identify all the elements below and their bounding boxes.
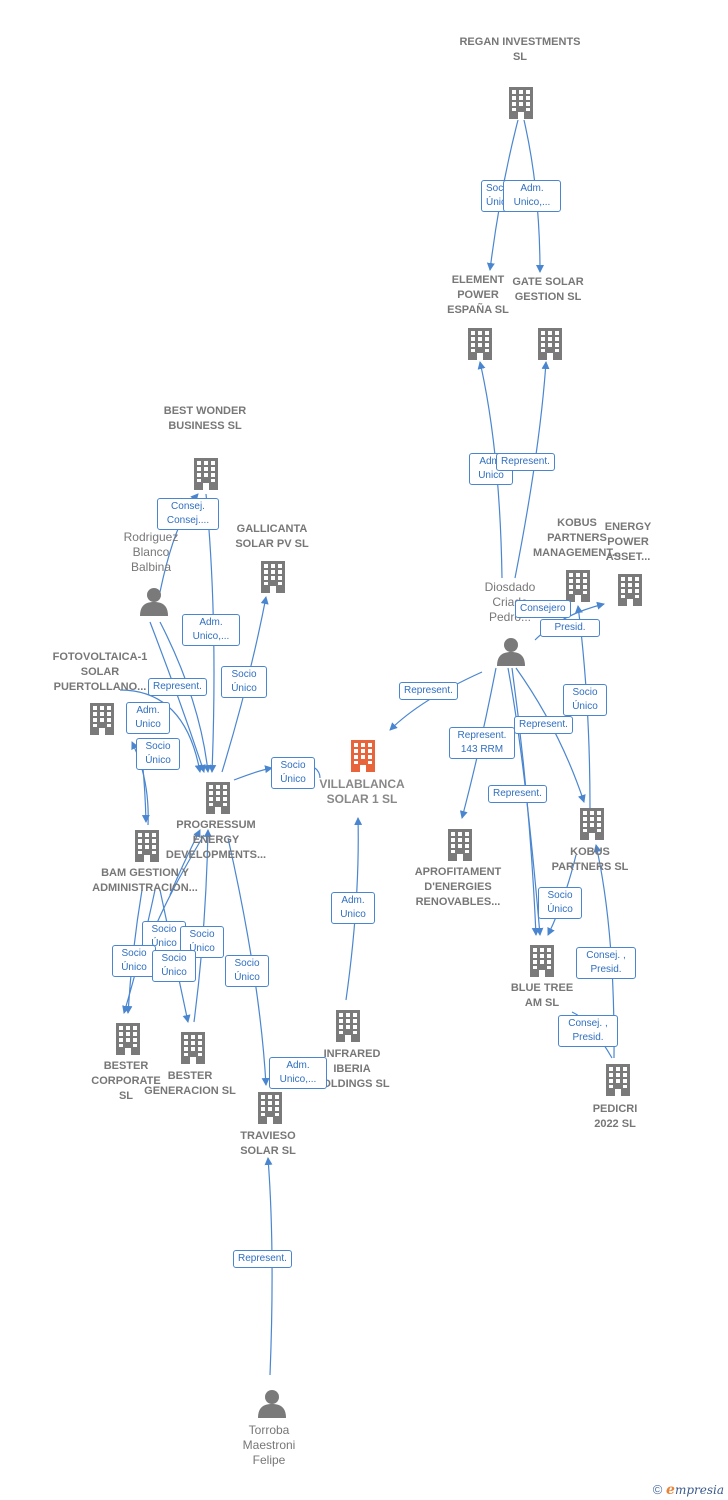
building-icon-element-power — [468, 328, 492, 360]
building-icon-infrared — [336, 1010, 360, 1042]
edge-label-bam-socio[interactable]: Socio Único — [136, 738, 180, 770]
building-icon-blue-tree — [530, 945, 554, 977]
node-travieso[interactable]: TRAVIESO SOLAR SL — [240, 1130, 296, 1157]
edge-diosdado-villablanca — [389, 671, 483, 731]
edge-rodriguez-progressum1 — [149, 621, 206, 773]
building-icon-pedicri — [606, 1064, 630, 1096]
edge-fotovoltaica-progressum — [119, 689, 203, 773]
person-icon-torroba — [258, 1390, 286, 1418]
building-icon-aprofitament — [448, 829, 472, 861]
edge-bam-progressum — [169, 829, 201, 896]
edge-label-diosdado-rep-aprofitament[interactable]: Represent. 143 RRM — [449, 727, 515, 759]
edge-label-diosdado-rep-gate[interactable]: Represent. — [496, 453, 555, 471]
node-kobus-partners[interactable]: KOBUS PARTNERS SL — [551, 846, 629, 873]
edge-diosdado-blue2 — [507, 667, 544, 936]
edge-label-pedicri-consej2[interactable]: Consej. , Presid. — [558, 1015, 618, 1047]
node-diosdado[interactable]: Diosdado Criado Pedro... — [484, 580, 536, 624]
edge-label-diosdado-rep-villablanca[interactable]: Represent. — [399, 682, 458, 700]
edge-label-progressum-socio-gen2[interactable]: Socio Único — [152, 950, 196, 982]
edge-label-infrared-adm[interactable]: Adm. Unico — [331, 892, 375, 924]
copyright-symbol: © — [652, 1482, 663, 1497]
edge-label-kobus-socio-blue[interactable]: Socio Único — [538, 887, 582, 919]
building-icon-gallicanta — [261, 561, 285, 593]
node-fotovoltaica[interactable]: FOTOVOLTAICA-1 SOLAR PUERTOLLANO... — [52, 651, 148, 693]
node-torroba[interactable]: Torroba Maestroni Felipe — [242, 1423, 296, 1467]
node-villablanca[interactable]: VILLABLANCA SOLAR 1 SL — [319, 777, 405, 806]
edge-label-progressum-villablanca[interactable]: Socio Único — [271, 757, 315, 789]
footer-brand: © empresia — [653, 1482, 724, 1498]
node-bam[interactable]: BAM GESTION Y ADMINISTRACION... — [92, 867, 198, 894]
edge-label-regan-adm[interactable]: Adm. Unico,... — [503, 180, 561, 212]
node-blue-tree[interactable]: BLUE TREE AM SL — [510, 982, 574, 1009]
node-element-power[interactable]: ELEMENT POWER ESPAÑA SL — [447, 274, 509, 316]
node-regan[interactable]: REGAN INVESTMENTS SL — [459, 36, 581, 63]
edge-label-infrared-travieso-adm[interactable]: Adm. Unico,... — [269, 1057, 327, 1089]
edge-label-rodriguez-adm[interactable]: Adm. Unico,... — [182, 614, 240, 646]
node-energy-power[interactable]: ENERGY POWER ASSET... — [604, 521, 652, 563]
edge-label-fotovoltaica-adm[interactable]: Adm. Unico — [126, 702, 170, 734]
person-icons — [140, 588, 525, 1418]
node-gate-solar[interactable]: GATE SOLAR GESTION SL — [512, 276, 584, 303]
building-icon-best-wonder — [194, 458, 218, 490]
edge-diosdado-kobusmgmt — [534, 601, 605, 641]
edge-label-diosdado-rep-kobus[interactable]: Represent. — [514, 716, 573, 734]
empresia-logo[interactable]: empresia — [666, 1482, 724, 1498]
node-bester-generacion[interactable]: BESTER GENERACION SL — [144, 1070, 236, 1097]
edge-label-pedicri-consej1[interactable]: Consej. , Presid. — [576, 947, 636, 979]
edge-label-bam-socio-corp2[interactable]: Socio Único — [112, 945, 156, 977]
edge-label-progressum-travieso[interactable]: Socio Único — [225, 955, 269, 987]
edge-label-torroba-rep[interactable]: Represent. — [233, 1250, 292, 1268]
building-icon-kobus-management — [566, 570, 590, 602]
building-icon-bester-corporate — [116, 1023, 140, 1055]
edge-label-progressum-gallicanta[interactable]: Socio Único — [221, 666, 267, 698]
building-icon-villablanca — [351, 740, 375, 772]
building-icon-regan — [509, 87, 533, 119]
node-best-wonder[interactable]: BEST WONDER BUSINESS SL — [163, 405, 247, 432]
node-infrared[interactable]: INFRARED IBERIA HOLDINGS SL — [314, 1048, 390, 1090]
building-icon-progressum — [206, 782, 230, 814]
building-icon-travieso — [258, 1092, 282, 1124]
building-icon-kobus-partners — [580, 808, 604, 840]
person-icon-diosdado — [497, 638, 525, 666]
edge-label-rodriguez-consej[interactable]: Consej. Consej.... — [157, 498, 219, 530]
building-icon-gate-solar — [538, 328, 562, 360]
edge-label-diosdado-consejero[interactable]: Consejero — [515, 600, 571, 618]
node-gallicanta[interactable]: GALLICANTA SOLAR PV SL — [235, 523, 309, 550]
edge-label-diosdado-presid[interactable]: Presid. — [540, 619, 600, 637]
building-icon-bester-generacion — [181, 1032, 205, 1064]
building-icon-bam — [135, 830, 159, 862]
edge-label-diosdado-rep-blue[interactable]: Represent. — [488, 785, 547, 803]
edge-label-kobus-socio-management[interactable]: Socio Único — [563, 684, 607, 716]
edge-rodriguez-progressum2 — [159, 621, 212, 773]
person-icon-rodriguez — [140, 588, 168, 616]
node-pedicri[interactable]: PEDICRI 2022 SL — [592, 1103, 638, 1130]
edge-villablanca-consej — [314, 767, 321, 779]
edge-label-rodriguez-rep[interactable]: Represent. — [148, 678, 207, 696]
node-kobus-management[interactable]: KOBUS PARTNERS MANAGEMENT... — [533, 517, 621, 559]
node-rodriguez[interactable]: Rodriguez Blanco Balbina — [123, 530, 179, 574]
edge-progressum-villablanca — [233, 765, 273, 781]
building-icon-fotovoltaica — [90, 703, 114, 735]
node-bester-corporate[interactable]: BESTER CORPORATE SL — [91, 1060, 161, 1102]
building-icon-energy-power — [618, 574, 642, 606]
node-progressum[interactable]: PROGRESSUM ENERGY DEVELOPMENTS... — [165, 819, 267, 861]
node-aprofitament[interactable]: APROFITAMENT D'ENERGIES RENOVABLES... — [414, 866, 502, 908]
